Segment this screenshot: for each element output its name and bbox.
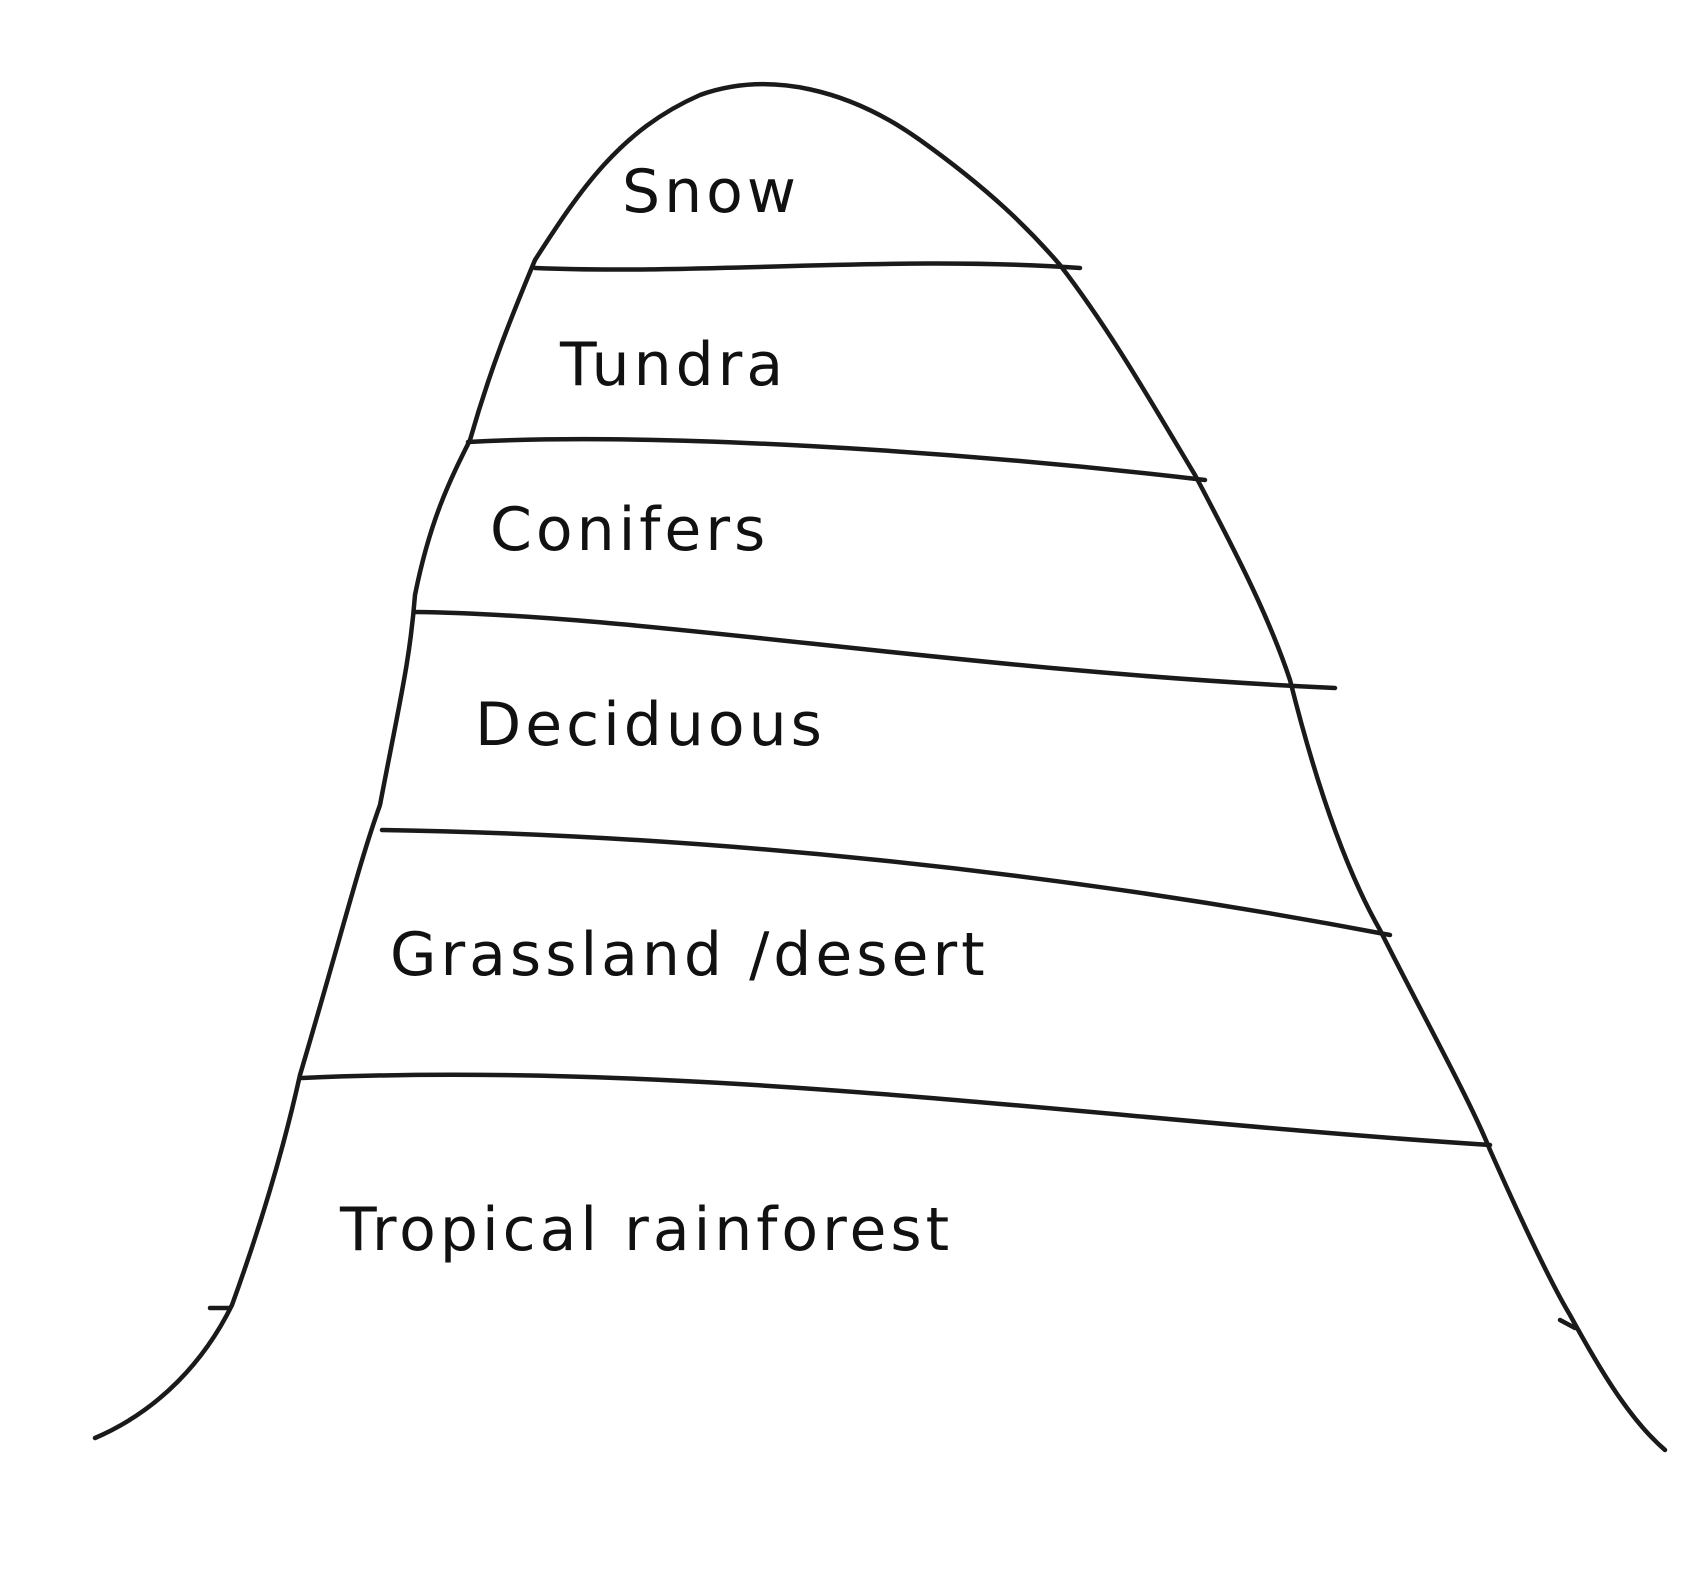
zone-label-grassland-desert: Grassland /desert	[390, 920, 989, 990]
divider-tundra-conifers	[465, 436, 1208, 483]
zone-label-tropical-rainforest: Tropical rainforest	[339, 1195, 953, 1265]
divider-grassland-rainforest	[299, 1072, 1493, 1148]
zone-label-snow: Snow	[622, 157, 800, 227]
zone-label-tundra: Tundra	[559, 330, 787, 400]
divider-snow-tundra	[532, 261, 1083, 272]
zone-label-conifers: Conifers	[490, 495, 769, 565]
mountain-outline	[92, 82, 1668, 1453]
divider-conifers-deciduous	[412, 609, 1338, 691]
divider-deciduous-grassland	[379, 827, 1393, 938]
zone-label-deciduous: Deciduous	[475, 690, 826, 760]
right-tick-mark	[1557, 1317, 1578, 1331]
